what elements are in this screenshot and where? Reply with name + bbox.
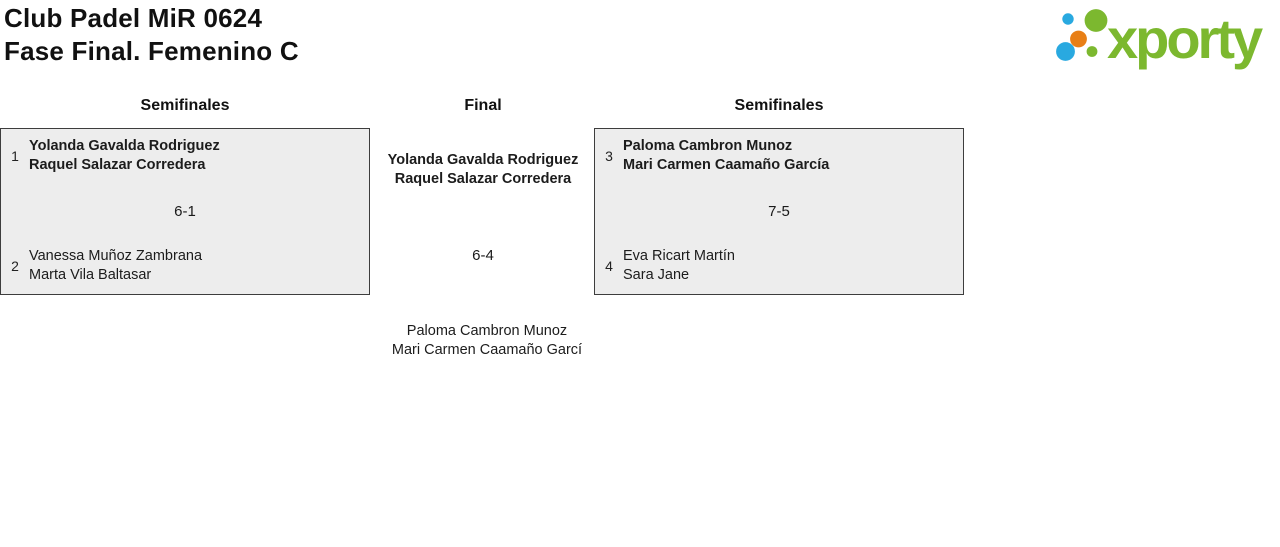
team-row-loser: 2 Vanessa Muñoz Zambrana Marta Vila Balt… [1, 247, 369, 294]
team-names: Paloma Cambron Munoz Mari Carmen Caamaño… [623, 137, 829, 175]
team-row-winner: 1 Yolanda Gavalda Rodriguez Raquel Salaz… [1, 129, 369, 175]
semifinal-left-match-box: 1 Yolanda Gavalda Rodriguez Raquel Salaz… [0, 128, 370, 295]
player-name: Raquel Salazar Corredera [394, 171, 572, 187]
xporty-logo-icon: xporty [1056, 7, 1266, 70]
final-winner-team: Yolanda Gavalda Rodriguez Raquel Salazar… [370, 151, 596, 189]
player-name: Paloma Cambron Munoz [406, 323, 568, 339]
player-name: Marta Vila Baltasar [29, 267, 152, 283]
final-match-score: 6-4 [472, 247, 494, 264]
seed-number: 2 [11, 258, 19, 274]
round-header-final: Final [464, 97, 502, 114]
logo-dot-blue-large [1056, 42, 1075, 61]
round-header-semifinals-right: Semifinales [734, 97, 824, 114]
semifinal-right-match-box: 3 Paloma Cambron Munoz Mari Carmen Caama… [594, 128, 964, 295]
seed-number: 4 [605, 258, 613, 274]
logo-dot-green-large [1084, 9, 1108, 32]
team-names: Eva Ricart Martín Sara Jane [623, 247, 735, 285]
player-name: Eva Ricart Martín [623, 248, 735, 264]
logo-dot-blue-small [1062, 13, 1074, 25]
team-row-loser: 4 Eva Ricart Martín Sara Jane [595, 247, 963, 294]
page-title: Club Padel MiR 0624 Fase Final. Femenino… [4, 2, 299, 68]
player-name: Yolanda Gavalda Rodriguez [29, 138, 220, 154]
logo-dot-green-small [1086, 46, 1098, 57]
match-score: 7-5 [768, 202, 790, 220]
team-names: Yolanda Gavalda Rodriguez Raquel Salazar… [29, 137, 220, 175]
player-name: Vanessa Muñoz Zambrana [29, 248, 203, 264]
player-name: Paloma Cambron Munoz [623, 138, 793, 154]
round-header-semifinals-left: Semifinales [140, 97, 230, 114]
player-name: Raquel Salazar Corredera [29, 157, 206, 173]
team-row-winner: 3 Paloma Cambron Munoz Mari Carmen Caama… [595, 129, 963, 175]
seed-number: 3 [605, 148, 613, 164]
player-name: Sara Jane [623, 267, 690, 283]
logo-dot-orange [1070, 30, 1087, 48]
match-score: 6-1 [174, 202, 196, 220]
team-names: Vanessa Muñoz Zambrana Marta Vila Baltas… [29, 247, 202, 285]
final-runner-up-team: Paloma Cambron Munoz Mari Carmen Caamaño… [374, 322, 600, 360]
seed-number: 1 [11, 148, 19, 164]
player-name: Mari Carmen Caamaño García [623, 157, 830, 173]
tournament-name: Club Padel MiR 0624 [4, 3, 263, 33]
phase-name: Fase Final. Femenino C [4, 36, 299, 66]
xporty-logo[interactable]: xporty [1045, 0, 1277, 80]
player-name: Yolanda Gavalda Rodriguez [387, 152, 579, 168]
player-name: Mari Carmen Caamaño Garcí [391, 342, 583, 358]
logo-wordmark: xporty [1107, 7, 1263, 70]
